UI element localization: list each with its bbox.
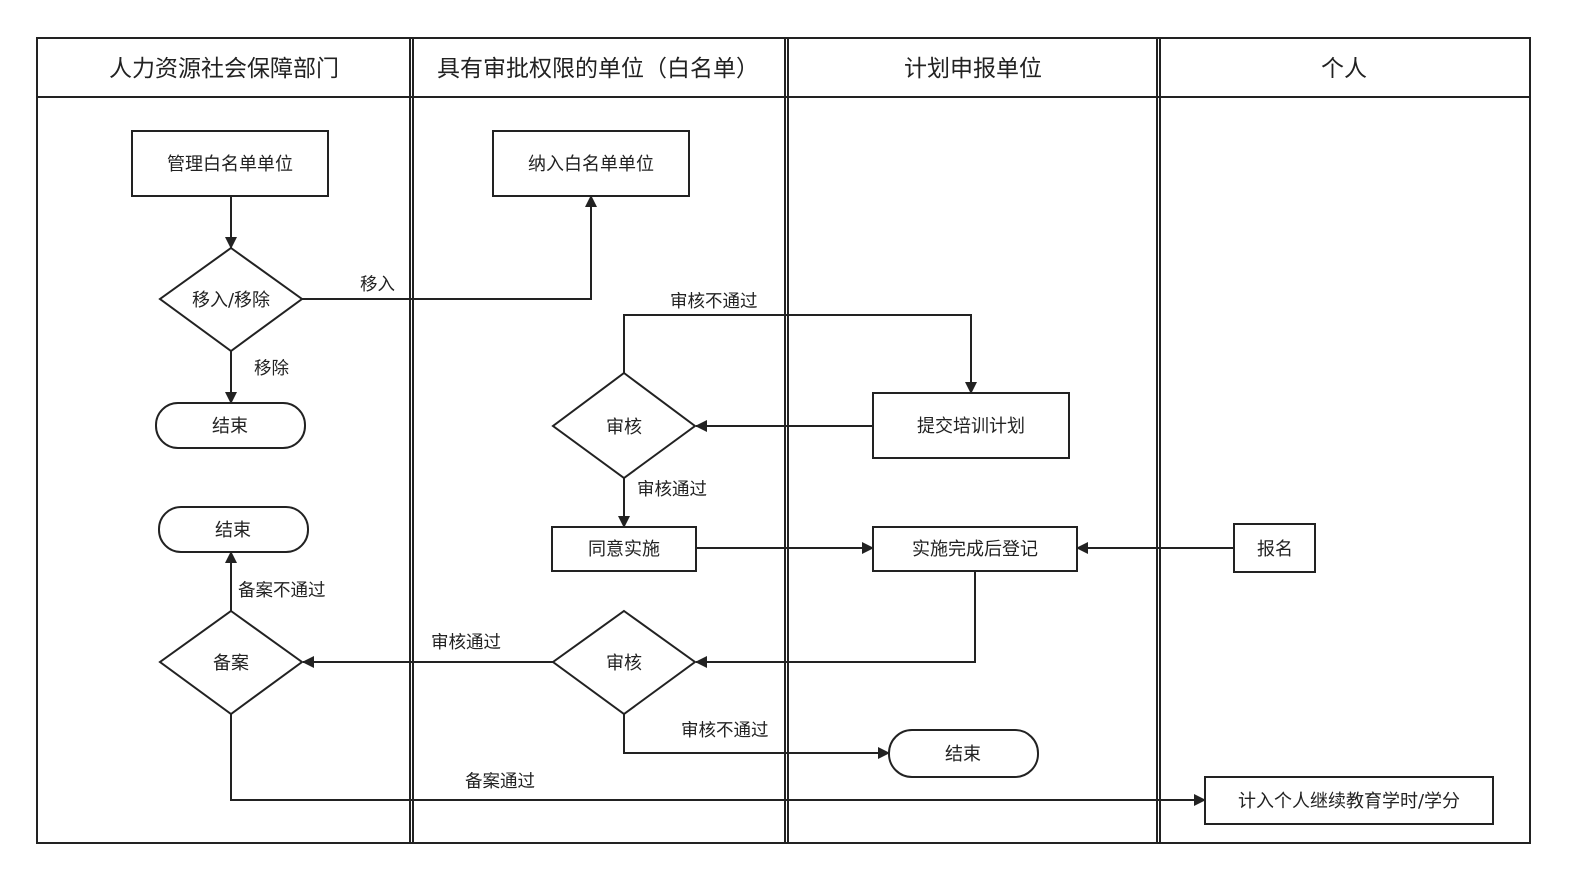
process-approve-implement: 同意实施: [551, 526, 697, 572]
edge-label-filing-approved: 备案通过: [465, 772, 535, 792]
node-label: 提交培训计划: [917, 416, 1025, 437]
decision-move-in-out: 移入/移除: [158, 246, 304, 353]
edge-label-review-plan-rejected: 审核不通过: [670, 292, 758, 312]
process-manage-whitelist: 管理白名单单位: [131, 130, 329, 197]
lane-title-plan-submitting-unit: 计划申报单位: [904, 56, 1042, 82]
decision-review-record: 审核: [551, 609, 697, 716]
node-label: 纳入白名单单位: [528, 154, 654, 175]
node-label: 实施完成后登记: [912, 539, 1038, 560]
edge-move-in: [302, 195, 597, 300]
edge-label-review-record-rejected: 审核不通过: [681, 721, 769, 741]
terminal-end-filing-failed: 结束: [158, 506, 309, 553]
node-label: 计入个人继续教育学时/学分: [1238, 791, 1460, 812]
edge-review-plan-rejected: [623, 314, 977, 394]
process-include-whitelist: 纳入白名单单位: [492, 130, 690, 197]
node-label: 结束: [215, 520, 251, 541]
edge-filing-approved: [230, 714, 1206, 806]
connectors: [225, 195, 1234, 806]
process-submit-plan: 提交培训计划: [872, 392, 1070, 459]
node-label: 审核: [606, 653, 642, 674]
node-label: 结束: [945, 744, 981, 765]
node-label: 移入/移除: [192, 290, 270, 311]
node-label: 报名: [1257, 539, 1293, 560]
edge-label-review-plan-approved: 审核通过: [637, 480, 707, 500]
edge-label-filing-rejected: 备案不通过: [238, 581, 326, 601]
node-label: 审核: [606, 417, 642, 438]
terminal-end-record-failed: 结束: [888, 729, 1039, 778]
terminal-end-removed: 结束: [155, 402, 306, 449]
lane-title-individual: 个人: [1321, 56, 1367, 82]
swimlane-frame: [36, 37, 1531, 844]
decision-review-plan: 审核: [551, 371, 697, 480]
node-label: 备案: [213, 653, 249, 674]
lane-title-hr-department: 人力资源社会保障部门: [109, 56, 339, 82]
lane-title-approving-unit: 具有审批权限的单位（白名单）: [437, 56, 759, 82]
edge-label-review-record-approved: 审核通过: [431, 633, 501, 653]
node-label: 结束: [212, 416, 248, 437]
process-register-after-completion: 实施完成后登记: [872, 526, 1078, 572]
decision-filing: 备案: [158, 609, 304, 716]
edge-register-to-review: [695, 571, 976, 668]
node-label: 同意实施: [588, 539, 660, 560]
edge-label-remove: 移除: [254, 359, 289, 379]
edge-review-record-rejected: [623, 714, 890, 759]
node-label: 管理白名单单位: [167, 154, 293, 175]
process-signup: 报名: [1233, 523, 1316, 573]
edge-label-move-in: 移入: [360, 275, 395, 295]
process-credit-hours: 计入个人继续教育学时/学分: [1204, 776, 1494, 825]
